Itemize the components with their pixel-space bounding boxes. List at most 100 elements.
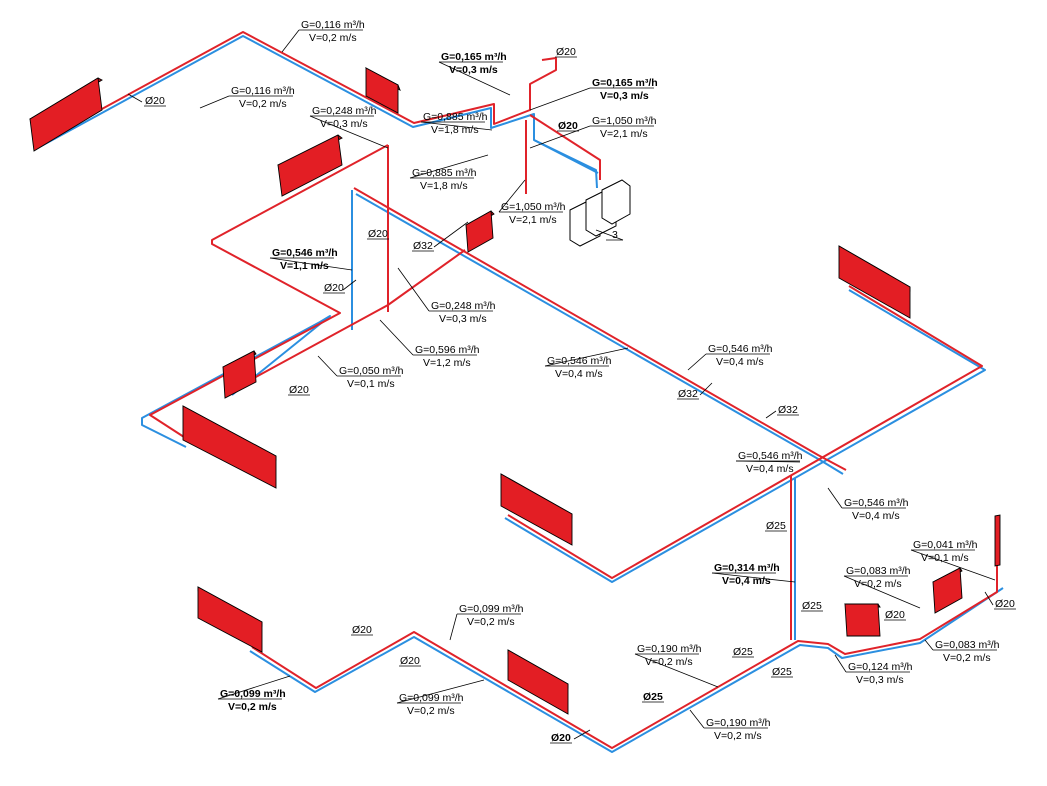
velocity-text: V=0,3 m/s xyxy=(856,674,904,686)
radiator-1 xyxy=(29,77,103,152)
supply-pipe-mid-diagonal xyxy=(231,249,466,391)
flow-label-leader xyxy=(834,654,847,673)
flow-label: G=0,314 m³/hV=0,4 m/s xyxy=(711,562,796,587)
velocity-text: V=0,1 m/s xyxy=(347,378,395,390)
flow-rate-text: G=0,165 m³/h xyxy=(592,77,658,89)
diameter-text: Ø20 xyxy=(551,732,571,744)
velocity-text: V=0,4 m/s xyxy=(722,575,771,587)
flow-label: G=0,099 m³/hV=0,2 m/s xyxy=(449,603,524,641)
flow-rate-text: G=0,190 m³/h xyxy=(706,717,771,729)
diameter-label: Ø32 xyxy=(677,382,713,400)
flow-label-leader xyxy=(910,549,996,581)
diameter-text: Ø20 xyxy=(352,624,372,636)
flow-label-leader xyxy=(827,487,843,509)
diameter-label: Ø25 xyxy=(771,666,793,678)
flow-label-leader xyxy=(281,29,300,53)
diameter-text: Ø25 xyxy=(643,691,663,703)
flow-rate-text: G=0,050 m³/h xyxy=(339,365,404,377)
flow-label: G=0,190 m³/hV=0,2 m/s xyxy=(689,709,771,742)
diameter-label: Ø20 xyxy=(399,655,421,667)
velocity-text: V=0,2 m/s xyxy=(467,616,515,628)
diameter-leader xyxy=(433,221,469,248)
flow-rate-text: G=0,885 m³/h xyxy=(412,167,477,179)
flow-label: G=0,165 m³/hV=0,3 m/s xyxy=(529,77,658,111)
radiator-12 xyxy=(932,567,963,614)
boiler-marker: 3 xyxy=(612,229,618,241)
velocity-text: V=0,3 m/s xyxy=(600,90,649,102)
return-pipes xyxy=(33,35,1004,753)
flow-label: G=0,116 m³/hV=0,2 m/s xyxy=(199,85,295,110)
radiator-13 xyxy=(994,514,1001,567)
flow-rate-text: G=0,083 m³/h xyxy=(935,639,1000,651)
flow-rate-text: G=0,116 m³/h xyxy=(231,85,295,97)
velocity-text: V=0,2 m/s xyxy=(714,730,762,742)
flow-rate-text: G=0,314 m³/h xyxy=(714,562,780,574)
flow-rate-text: G=0,190 m³/h xyxy=(637,643,702,655)
diameter-label: Ø20 xyxy=(557,120,579,132)
flow-rate-text: G=0,099 m³/h xyxy=(399,692,464,704)
flow-rate-text: G=0,546 m³/h xyxy=(547,355,612,367)
flow-label: G=0,546 m³/hV=0,4 m/s xyxy=(735,450,803,475)
flow-label-leader xyxy=(687,353,707,371)
flow-label: G=0,099 m³/hV=0,2 m/s xyxy=(217,675,291,713)
return-pipe-lower-loop xyxy=(504,289,986,583)
flow-label: G=0,885 m³/hV=1,8 m/s xyxy=(420,111,493,136)
radiator-8 xyxy=(500,473,573,546)
flow-rate-text: G=1,050 m³/h xyxy=(592,115,657,127)
boiler-leader xyxy=(595,229,624,241)
flow-label: G=1,050 m³/hV=2,1 m/s xyxy=(498,179,566,226)
flow-label: G=0,546 m³/hV=0,4 m/s xyxy=(827,487,909,522)
flow-label-leader xyxy=(735,460,801,463)
flow-label: G=0,041 m³/hV=0,1 m/s xyxy=(910,539,996,581)
diameter-label: Ø20 xyxy=(984,591,1016,610)
flow-label: G=0,248 m³/hV=0,3 m/s xyxy=(397,267,496,325)
flow-label: G=0,083 m³/hV=0,2 m/s xyxy=(843,565,921,609)
radiator-7 xyxy=(838,245,911,319)
flow-label: G=0,885 m³/hV=1,8 m/s xyxy=(409,154,489,192)
supply-pipe-lower-loop xyxy=(507,285,983,579)
radiator-2 xyxy=(365,67,401,114)
diameter-text: Ø20 xyxy=(400,655,420,667)
velocity-text: V=0,4 m/s xyxy=(852,510,900,522)
diameter-label: Ø20 xyxy=(884,609,906,621)
velocity-text: V=0,2 m/s xyxy=(309,32,357,44)
flow-label-leader xyxy=(379,319,414,356)
flow-rate-text: G=0,116 m³/h xyxy=(301,19,365,31)
flow-rate-text: G=0,546 m³/h xyxy=(272,247,338,259)
flow-label: G=0,099 m³/hV=0,2 m/s xyxy=(396,679,485,717)
flow-rate-text: G=0,099 m³/h xyxy=(459,603,524,615)
diameter-label: Ø25 xyxy=(801,600,823,612)
flow-label: G=0,546 m³/hV=0,4 m/s xyxy=(544,347,629,380)
diameter-text: Ø32 xyxy=(413,240,433,252)
flow-labels: G=0,116 m³/hV=0,2 m/sG=0,116 m³/hV=0,2 m… xyxy=(199,19,1000,742)
flow-label: G=0,124 m³/hV=0,3 m/s xyxy=(834,654,913,686)
flow-label: G=0,083 m³/hV=0,2 m/s xyxy=(924,639,1000,664)
diameter-label: Ø32 xyxy=(765,404,799,419)
velocity-text: V=0,4 m/s xyxy=(716,356,764,368)
velocity-text: V=2,1 m/s xyxy=(509,214,557,226)
diameter-label: Ø25 xyxy=(765,520,787,532)
flow-label-leader xyxy=(529,125,591,149)
flow-rate-text: G=0,546 m³/h xyxy=(738,450,803,462)
diameter-text: Ø20 xyxy=(558,120,578,132)
velocity-text: V=0,3 m/s xyxy=(439,313,487,325)
supply-pipe-upper-left xyxy=(33,31,557,147)
radiator-9 xyxy=(197,586,263,653)
flow-label-leader xyxy=(396,679,485,704)
radiator-5 xyxy=(222,350,257,399)
diameter-text: Ø20 xyxy=(556,46,576,58)
diameter-leader xyxy=(699,382,713,396)
radiator-11 xyxy=(844,603,881,637)
diameter-label: Ø20 xyxy=(555,46,577,58)
velocity-text: V=1,2 m/s xyxy=(423,357,471,369)
flow-label-leader xyxy=(544,347,629,367)
diameter-text: Ø20 xyxy=(289,384,309,396)
diameter-label: Ø20 xyxy=(288,384,310,396)
diameter-text: Ø25 xyxy=(733,646,753,658)
diameter-label: Ø25 xyxy=(642,691,664,703)
diameter-text: Ø20 xyxy=(368,228,388,240)
velocity-text: V=0,2 m/s xyxy=(407,705,455,717)
diameter-label: Ø32 xyxy=(412,221,469,252)
velocity-text: V=1,8 m/s xyxy=(431,124,479,136)
